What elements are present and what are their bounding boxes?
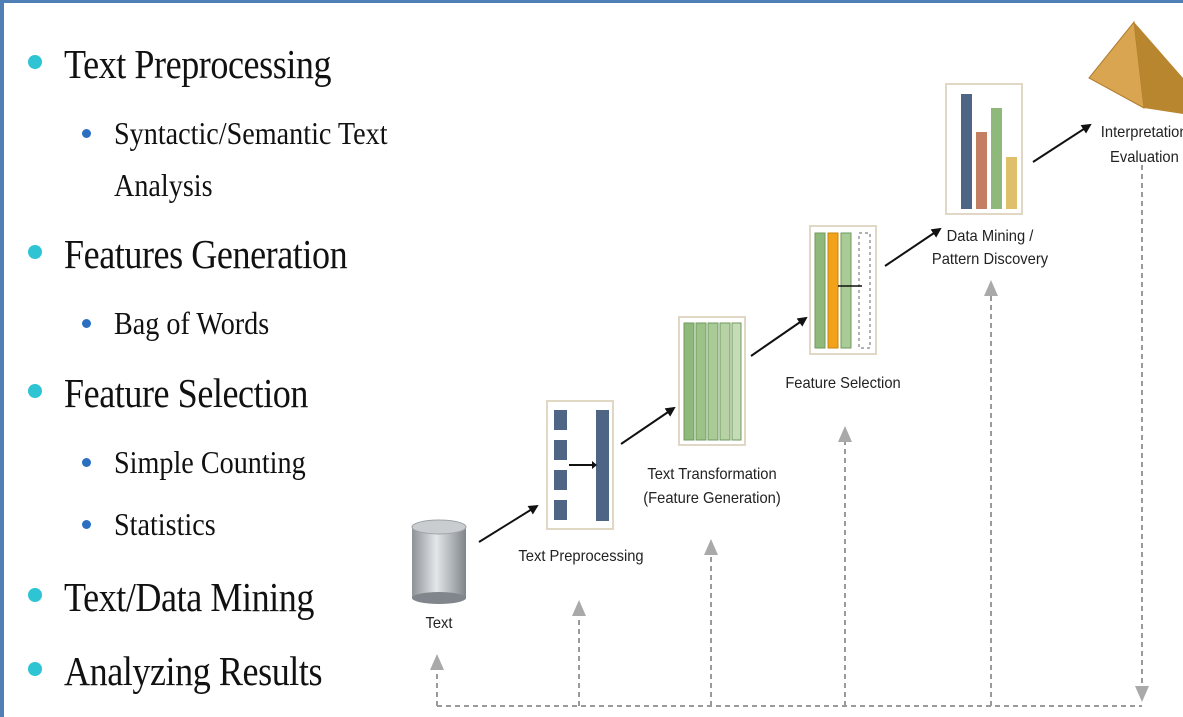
label-text: Text: [425, 615, 453, 632]
arrow-preprocessing-to-transformation: [620, 406, 676, 445]
transformation-icon: [678, 316, 746, 446]
arrowhead-down: [1135, 686, 1149, 702]
arrowhead-up: [704, 539, 718, 555]
arrow-selection-to-mining: [884, 227, 942, 267]
preprocessing-icon: [546, 400, 614, 530]
label-text-transformation: Text Transformation: [647, 466, 777, 483]
arrowhead-up: [838, 426, 852, 442]
sub-bullet-syntactic: Syntactic/Semantic Text: [114, 115, 388, 151]
arrow-text-to-preprocessing: [478, 504, 539, 543]
bullet-dot: [28, 55, 42, 69]
sub-bullet-dot: [82, 319, 91, 328]
mining-icon: [945, 83, 1023, 215]
sub-bullet-analysis: Analysis: [114, 167, 213, 203]
sub-bullet-bag-of-words: Bag of Words: [114, 305, 270, 341]
arrow-mining-to-interpretation: [1032, 123, 1092, 163]
bullet-features-generation: Features Generation: [64, 231, 348, 277]
label-text-preprocessing: Text Preprocessing: [518, 548, 644, 565]
bullet-dot: [28, 245, 42, 259]
selection-icon: [809, 225, 877, 355]
feedback-loop: [436, 165, 1143, 707]
sub-bullet-simple-counting: Simple Counting: [114, 444, 306, 480]
sub-bullet-statistics: Statistics: [114, 506, 216, 542]
bullet-feature-selection: Feature Selection: [64, 370, 308, 416]
bullet-text-data-mining: Text/Data Mining: [64, 574, 314, 620]
label-interpretation: Interpretation /: [1100, 124, 1183, 141]
bullet-analyzing-results: Analyzing Results: [64, 648, 323, 694]
sub-bullet-dot: [82, 129, 91, 138]
arrowhead-up: [984, 280, 998, 296]
pyramid-icon: [1088, 20, 1183, 114]
label-data-mining: Data Mining /: [946, 228, 1034, 245]
label-evaluation: Evaluation: [1110, 149, 1179, 166]
feedback-arrowheads: [430, 280, 1149, 702]
bullet-dot: [28, 662, 42, 676]
sub-bullet-dot: [82, 458, 91, 467]
label-pattern-discovery: Pattern Discovery: [931, 251, 1049, 268]
bullet-text-preprocessing: Text Preprocessing: [64, 41, 332, 87]
bullet-dot: [28, 384, 42, 398]
sub-bullet-dot: [82, 520, 91, 529]
text-database-icon: [411, 519, 467, 604]
process-arrows: [478, 123, 1092, 543]
arrowhead-up: [430, 654, 444, 670]
label-feature-selection: Feature Selection: [785, 375, 901, 392]
arrow-transformation-to-selection: [750, 316, 808, 357]
arrowhead-up: [572, 600, 586, 616]
bullet-dot: [28, 588, 42, 602]
bullet-list: Text Preprocessing Syntactic/Semantic Te…: [0, 0, 400, 717]
label-feature-generation: (Feature Generation): [643, 490, 781, 507]
